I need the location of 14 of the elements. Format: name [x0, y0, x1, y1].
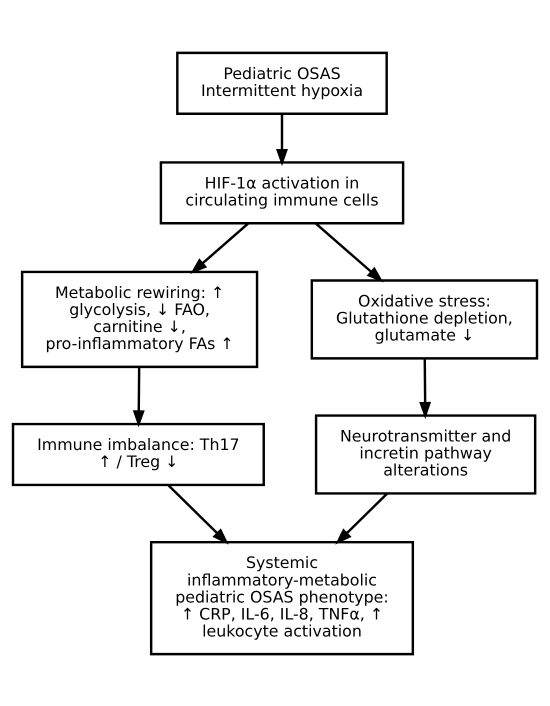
node-box: Systemic inflammatory-metabolic pediatric OSAS phenotype: ↑ CRP, IL-6, IL-8, TNFα, ↑ leukocyte activation	[150, 540, 414, 655]
node-box: Metabolic rewiring: ↑ glycolysis, ↓ FAO, carnitine ↓, pro-inflammatory FAs ↑	[20, 270, 258, 368]
node-box: Immune imbalance: Th17 ↑ / Treg ↓	[12, 422, 265, 486]
arrow	[314, 222, 384, 282]
arrow	[335, 492, 388, 544]
arrow	[190, 222, 250, 274]
arrow	[132, 366, 145, 427]
node-box: Pediatric OSAS Intermittent hypoxia	[176, 51, 388, 114]
arrow	[167, 484, 229, 544]
node-box: Oxidative stress: Glutathione depletion, glutamate ↓	[310, 278, 538, 360]
arrow	[419, 358, 432, 418]
node-box: HIF-1α activation in circulating immune cells	[160, 160, 404, 224]
node-box: Neurotransmitter and incretin pathway alterations	[314, 414, 536, 494]
arrow	[276, 113, 288, 166]
